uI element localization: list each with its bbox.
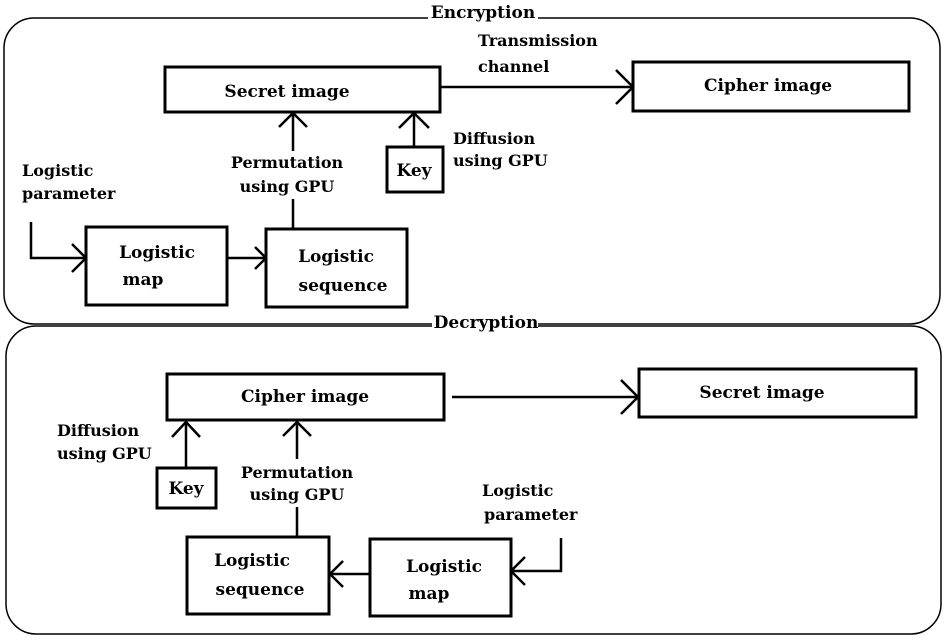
decryption-title: Decryption [434,313,539,333]
encryption-title-mask [428,10,538,26]
dec-key-arrowhead [171,420,201,438]
dec-cipher-image-box [165,372,446,422]
dec-logistic-map-label-1: Logistic [406,557,482,577]
enc-key-arrowhead [398,111,430,129]
enc-transmission-label-2: channel [478,57,549,76]
dec-logistic-seq-label-1: Logistic [214,551,290,571]
enc-logistic-map-label-2: map [123,270,164,290]
dec-logistic-map-box [368,537,513,618]
enc-logistic-param-arrow [29,222,86,260]
dec-map-to-seq-arrowhead [328,560,344,588]
enc-key-label: Key [396,161,432,181]
enc-permutation-label-mask [230,151,345,199]
enc-logistic-seq-label-1: Logistic [298,247,374,267]
dec-logistic-param-arrow [511,538,563,573]
enc-permutation-label-2: using GPU [240,177,335,196]
encryption-title: Encryption [431,3,535,23]
enc-diffusion-label-2: using GPU [453,151,548,170]
decryption-title-mask [432,318,538,334]
dec-logistic-param-label-2: parameter [484,505,578,524]
dec-diffusion-label-1: Diffusion [57,421,139,440]
dec-output-arrowhead [620,379,640,415]
dec-permutation-label-1: Permutation [241,463,354,482]
dec-cipher-image-label: Cipher image [241,387,369,407]
enc-logistic-param-label-1: Logistic [22,161,94,180]
dec-permutation-label-2: using GPU [250,485,345,504]
dec-secret-image-label: Secret image [699,383,824,403]
enc-logistic-map-box [84,225,229,307]
enc-secret-image-label: Secret image [224,82,349,102]
dec-logistic-param-arrowhead [509,556,526,586]
dec-logistic-seq-box [185,535,331,616]
enc-cipher-image-box [631,60,911,113]
enc-logistic-seq-box [264,227,409,309]
enc-permutation-label-1: Permutation [231,153,344,172]
dec-secret-image-box [637,367,918,419]
dec-key-box [155,466,218,510]
dec-logistic-map-label-2: map [409,584,450,604]
enc-cipher-image-label: Cipher image [704,76,832,96]
dec-logistic-seq-label-2: sequence [216,580,305,600]
enc-diffusion-label-1: Diffusion [453,129,535,148]
enc-transmission-label-1: Transmission [478,31,598,50]
enc-secret-image-box [163,65,442,114]
enc-permutation-arrowhead [278,111,308,128]
dec-key-label: Key [168,479,204,499]
enc-transmission-arrowhead [615,69,635,105]
dec-logistic-param-label-1: Logistic [482,481,554,500]
dec-diffusion-label-2: using GPU [57,444,152,463]
dec-permutation-label-mask [238,459,356,507]
enc-logistic-map-label-1: Logistic [119,243,195,263]
enc-logistic-seq-label-2: sequence [299,276,388,296]
dec-permutation-arrowhead [282,420,312,437]
enc-logistic-param-label-2: parameter [22,184,116,203]
